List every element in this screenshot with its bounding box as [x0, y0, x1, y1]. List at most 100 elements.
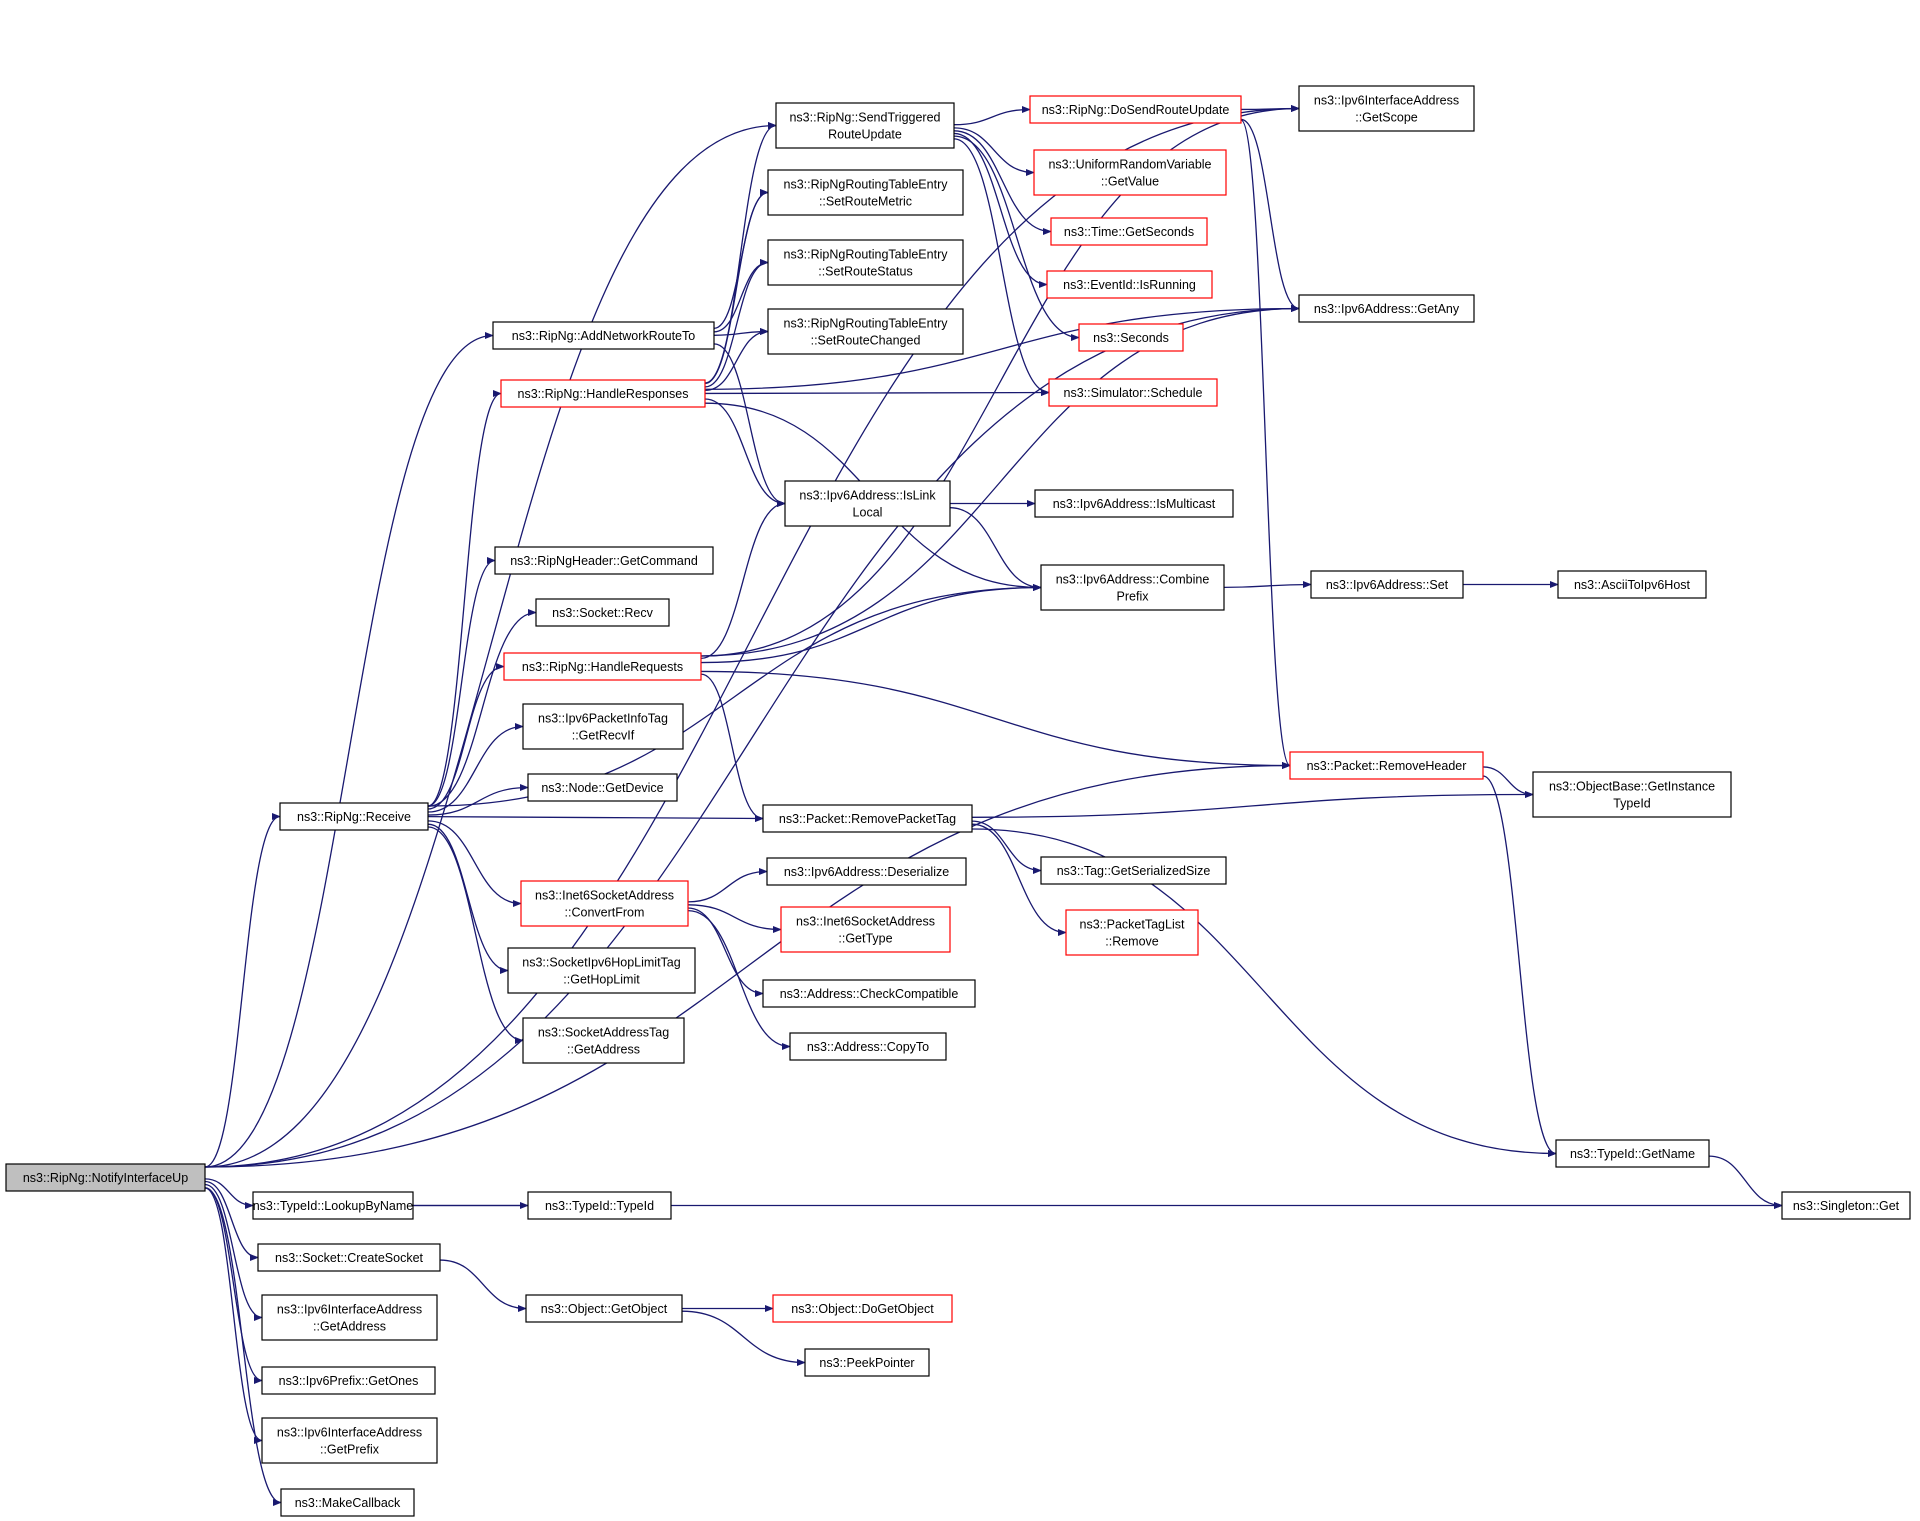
node-getScope[interactable]: ns3::Ipv6InterfaceAddress::GetScope [1298, 85, 1475, 132]
node-label: ns3::RipNgRoutingTableEntry [784, 248, 949, 262]
node-box [1065, 909, 1199, 956]
node-timeGetSeconds[interactable]: ns3::Time::GetSeconds [1050, 217, 1208, 246]
node-receive[interactable]: ns3::RipNg::Receive [279, 802, 429, 831]
node-getHopLimit[interactable]: ns3::SocketIpv6HopLimitTag::GetHopLimit [507, 947, 696, 994]
edge-sendTriggered-to-seconds [953, 135, 1080, 342]
node-box [1781, 1191, 1911, 1220]
node-setRouteChanged[interactable]: ns3::RipNgRoutingTableEntry::SetRouteCha… [767, 308, 964, 355]
node-uniformGetValue[interactable]: ns3::UniformRandomVariable::GetValue [1033, 149, 1227, 196]
node-handleRequests[interactable]: ns3::RipNg::HandleRequests [503, 652, 702, 681]
node-ipv6Set[interactable]: ns3::Ipv6Address::Set [1310, 570, 1464, 599]
node-box [775, 102, 955, 149]
node-label: ns3::PacketTagList [1080, 918, 1185, 932]
node-eventIsRunning[interactable]: ns3::EventId::IsRunning [1046, 270, 1213, 299]
node-box [500, 379, 706, 408]
node-getDevice[interactable]: ns3::Node::GetDevice [527, 773, 678, 802]
node-label: ns3::RipNg::DoSendRouteUpdate [1042, 103, 1230, 117]
node-setRouteStatus[interactable]: ns3::RipNgRoutingTableEntry::SetRouteSta… [767, 239, 964, 286]
node-doGetObject[interactable]: ns3::Object::DoGetObject [772, 1294, 953, 1323]
node-label: ns3::Ipv6Address::IsLink [799, 489, 936, 503]
edge-root-to-receive [204, 812, 281, 1168]
node-getObject[interactable]: ns3::Object::GetObject [525, 1294, 683, 1323]
node-ifaceGetPrefix[interactable]: ns3::Ipv6InterfaceAddress::GetPrefix [261, 1417, 438, 1464]
node-box [261, 1366, 436, 1395]
edge-root-to-ifaceGetAddress [204, 1183, 263, 1322]
node-label: ns3::Socket::Recv [552, 606, 653, 620]
edge-root-to-removeHeader [204, 761, 1291, 1168]
node-lookupByName[interactable]: ns3::TypeId::LookupByName [252, 1191, 414, 1220]
node-isMulticast[interactable]: ns3::Ipv6Address::IsMulticast [1034, 489, 1234, 518]
edge-removePacketTag-to-getInstanceTypeId [971, 790, 1534, 818]
node-socketAddressTagGetAddress[interactable]: ns3::SocketAddressTag::GetAddress [522, 1017, 685, 1064]
node-box [279, 802, 429, 831]
node-label: ::GetHopLimit [563, 973, 640, 987]
node-label: ns3::Inet6SocketAddress [535, 889, 674, 903]
edge-receive-to-handleResponses [427, 389, 502, 807]
node-label: ns3::Object::DoGetObject [791, 1302, 934, 1316]
node-setRouteMetric[interactable]: ns3::RipNgRoutingTableEntry::SetRouteMet… [767, 169, 964, 216]
node-getRecvIf[interactable]: ns3::Ipv6PacketInfoTag::GetRecvIf [522, 703, 684, 750]
edge-doSend-to-ipv6GetAny [1240, 118, 1300, 313]
node-ifaceGetAddress[interactable]: ns3::Ipv6InterfaceAddress::GetAddress [261, 1294, 438, 1341]
edge-convertFrom-to-checkCompatible [687, 907, 764, 998]
node-handleResponses[interactable]: ns3::RipNg::HandleResponses [500, 379, 706, 408]
node-inet6GetType[interactable]: ns3::Inet6SocketAddress::GetType [780, 906, 951, 953]
node-getCommand[interactable]: ns3::RipNgHeader::GetCommand [494, 546, 714, 575]
node-root[interactable]: ns3::RipNg::NotifyInterfaceUp [5, 1163, 206, 1192]
edge-sendTriggered-to-uniformGetValue [953, 127, 1035, 177]
node-removeHeader[interactable]: ns3::Packet::RemoveHeader [1289, 751, 1484, 780]
edge-combinePrefix-to-ipv6Set [1223, 580, 1312, 589]
node-label: ns3::Seconds [1093, 331, 1169, 345]
node-label: ns3::Object::GetObject [541, 1302, 668, 1316]
node-addNetworkRoute[interactable]: ns3::RipNg::AddNetworkRouteTo [492, 321, 715, 350]
edge-removePacketTag-to-tagGetSerializedSize [971, 820, 1042, 875]
node-label: ns3::Ipv6PacketInfoTag [538, 712, 668, 726]
node-packetTagListRemove[interactable]: ns3::PacketTagList::Remove [1065, 909, 1199, 956]
edge-handleRequests-to-combinePrefix [700, 583, 1042, 664]
node-copyTo[interactable]: ns3::Address::CopyTo [789, 1032, 947, 1061]
node-ipv6GetAny[interactable]: ns3::Ipv6Address::GetAny [1298, 294, 1475, 323]
node-label: ::GetType [838, 932, 892, 946]
node-box [1040, 856, 1227, 885]
node-doSend[interactable]: ns3::RipNg::DoSendRouteUpdate [1029, 95, 1242, 124]
edge-receive-to-removePacketTag [427, 814, 764, 823]
node-createSocket[interactable]: ns3::Socket::CreateSocket [257, 1243, 441, 1272]
node-label: ns3::RipNg::SendTriggered [789, 111, 940, 125]
node-peekPointer[interactable]: ns3::PeekPointer [804, 1348, 930, 1377]
node-socketRecv[interactable]: ns3::Socket::Recv [535, 598, 670, 627]
node-seconds[interactable]: ns3::Seconds [1078, 323, 1184, 352]
node-box [522, 703, 684, 750]
node-tagGetSerializedSize[interactable]: ns3::Tag::GetSerializedSize [1040, 856, 1227, 885]
node-label: ns3::Socket::CreateSocket [275, 1251, 424, 1265]
node-typeIdGetName[interactable]: ns3::TypeId::GetName [1555, 1139, 1710, 1168]
node-convertFrom[interactable]: ns3::Inet6SocketAddress::ConvertFrom [520, 880, 689, 927]
node-asciiToIpv6[interactable]: ns3::AsciiToIpv6Host [1557, 570, 1707, 599]
node-typeIdTypeId[interactable]: ns3::TypeId::TypeId [527, 1191, 672, 1220]
node-box [1555, 1139, 1710, 1168]
node-checkCompatible[interactable]: ns3::Address::CheckCompatible [762, 979, 976, 1008]
edge-handleRequests-to-getScope [700, 104, 1300, 657]
node-box [804, 1348, 930, 1377]
edge-receive-to-getCommand [427, 556, 496, 807]
node-box [1078, 323, 1184, 352]
node-label: TypeId [1613, 797, 1651, 811]
node-box [535, 598, 670, 627]
node-getOnes[interactable]: ns3::Ipv6Prefix::GetOnes [261, 1366, 436, 1395]
node-label: Prefix [1117, 590, 1150, 604]
node-label: ::Remove [1105, 935, 1159, 949]
node-deserialize[interactable]: ns3::Ipv6Address::Deserialize [766, 857, 967, 886]
node-box [520, 880, 689, 927]
edge-root-to-sendTriggered [204, 121, 777, 1168]
edge-handleResponses-to-setRouteChanged [704, 327, 769, 392]
node-removePacketTag[interactable]: ns3::Packet::RemovePacketTag [762, 804, 973, 833]
node-box [1298, 85, 1475, 132]
node-schedule[interactable]: ns3::Simulator::Schedule [1048, 378, 1218, 407]
node-makeCallback[interactable]: ns3::MakeCallback [280, 1488, 415, 1517]
node-singletonGet[interactable]: ns3::Singleton::Get [1781, 1191, 1911, 1220]
edge-handleResponses-to-isLinkLocal [704, 398, 786, 508]
